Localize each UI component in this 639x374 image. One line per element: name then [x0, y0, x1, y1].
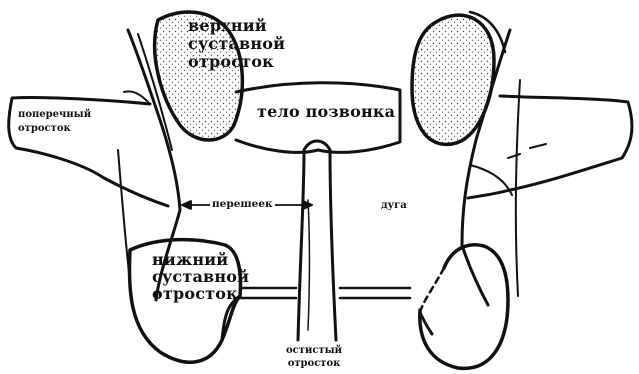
label-transverse-process: поперечный отросток — [18, 110, 91, 134]
label-line: нижний — [152, 252, 249, 268]
label-superior-articular-process: верхний суставной отросток — [188, 18, 285, 70]
label-line: суставной — [152, 269, 249, 285]
label-vertebral-body: тело позвонка — [254, 104, 398, 120]
label-inferior-articular-process: нижний суставной отросток — [152, 252, 249, 302]
right-inferior-articular-process — [420, 245, 508, 369]
spinous-process — [298, 150, 336, 340]
label-line: суставной — [188, 36, 285, 52]
label-isthmus: перешеек — [210, 199, 275, 210]
label-line: отросток — [188, 54, 285, 70]
label-line: отросток — [152, 286, 249, 302]
label-line: поперечный — [18, 110, 91, 120]
right-transverse-process — [468, 96, 632, 198]
label-line: остистый — [286, 346, 342, 356]
label-arch: дуга — [381, 201, 407, 211]
label-line: верхний — [188, 18, 285, 34]
label-spinous-process: остистый отросток — [286, 346, 342, 369]
label-line: отросток — [286, 359, 342, 369]
label-line: отросток — [18, 124, 91, 134]
